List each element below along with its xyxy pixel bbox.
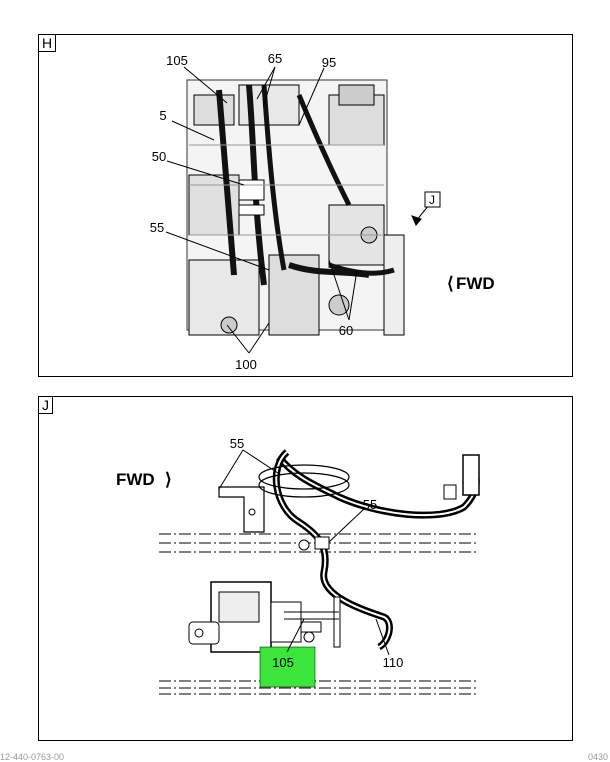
footer-page-number: 0430 [587, 752, 608, 762]
callout-60: 60 [339, 323, 353, 338]
callout-65: 65 [268, 51, 282, 66]
panel-h-drawing: J 105 65 95 5 50 55 100 60 ⟨ FWD [150, 51, 495, 372]
fwd-label-j: FWD [116, 470, 155, 489]
fwd-arrow-j: ⟩ [165, 470, 172, 489]
panel-j-tag: J [39, 397, 53, 414]
frame-rails [159, 533, 479, 695]
engine-illustration [186, 79, 405, 336]
view-ref-label: J [429, 193, 435, 207]
highlight-box-105 [259, 646, 316, 688]
panel-j-leaders [218, 449, 390, 656]
harness-illustration [188, 449, 480, 653]
callout-105-j: 105 [272, 655, 294, 670]
footer-doc-number: 12-440-0763-00 [0, 752, 65, 762]
callout-50: 50 [152, 149, 166, 164]
fwd-label-h: FWD [456, 274, 495, 293]
callout-55-mid: 55 [363, 497, 377, 512]
panel-j: J [38, 396, 573, 741]
panel-h-tag: H [39, 35, 57, 52]
panel-h: H [38, 34, 573, 377]
fwd-arrow-h: ⟨ [447, 274, 454, 293]
callout-105: 105 [166, 53, 188, 68]
callout-100: 100 [235, 357, 257, 372]
callout-5: 5 [159, 108, 166, 123]
panel-h-leaders [165, 66, 358, 354]
callout-110: 110 [383, 655, 404, 670]
panel-j-drawing: 55 55 110 105 FWD ⟩ [116, 436, 480, 695]
callout-55-top: 55 [230, 436, 244, 451]
callout-95: 95 [322, 55, 336, 70]
callout-55: 55 [150, 220, 164, 235]
view-ref-arrow [411, 191, 441, 226]
